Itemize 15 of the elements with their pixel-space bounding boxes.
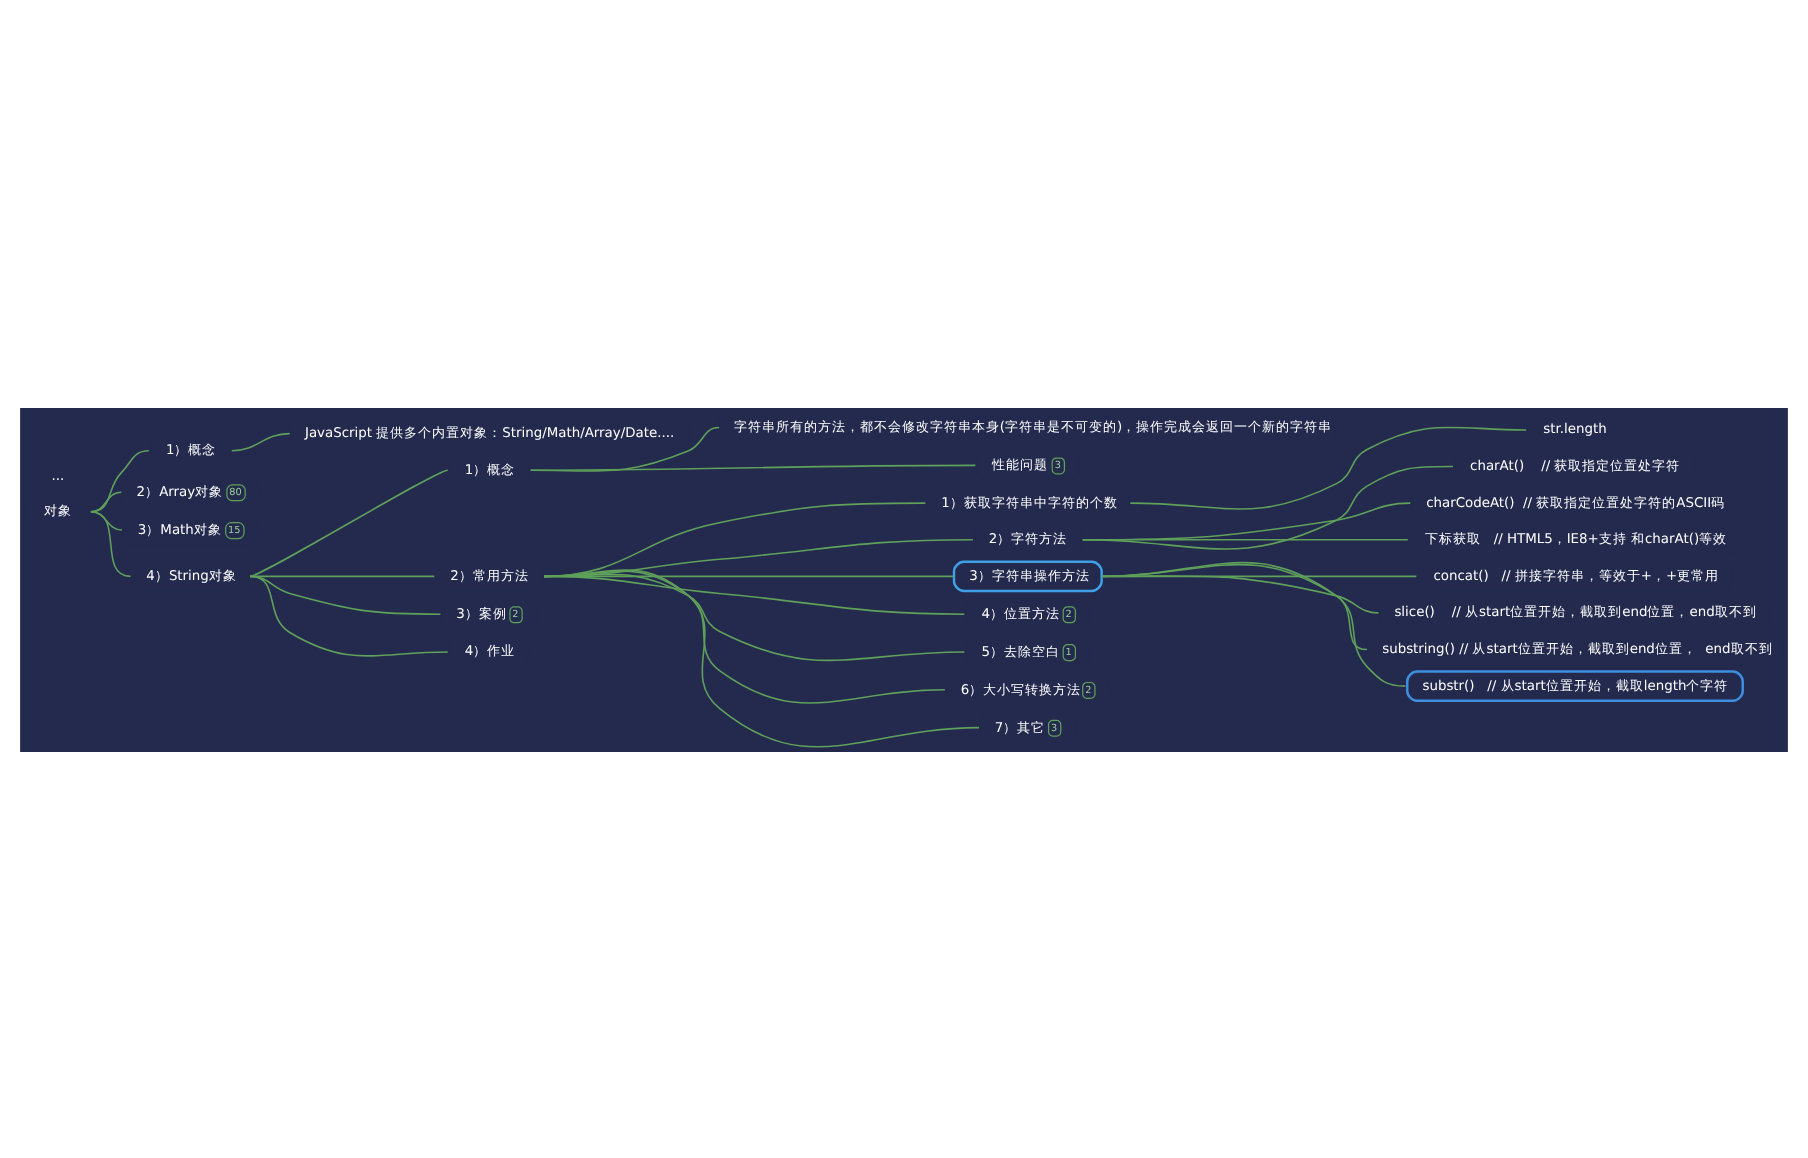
connector: [1129, 425, 1527, 509]
connector: [1081, 464, 1454, 549]
connector: [529, 463, 977, 470]
connector: [249, 468, 449, 577]
connector: [1081, 501, 1412, 540]
connector: [543, 501, 927, 577]
connector: [90, 509, 123, 530]
connector: [543, 568, 980, 747]
connector: [249, 574, 449, 656]
connector: [1101, 560, 1407, 686]
connector: [231, 431, 291, 451]
connector: [90, 490, 123, 512]
connector: [1081, 537, 1409, 540]
connector: [90, 509, 132, 577]
connector: [90, 448, 150, 512]
